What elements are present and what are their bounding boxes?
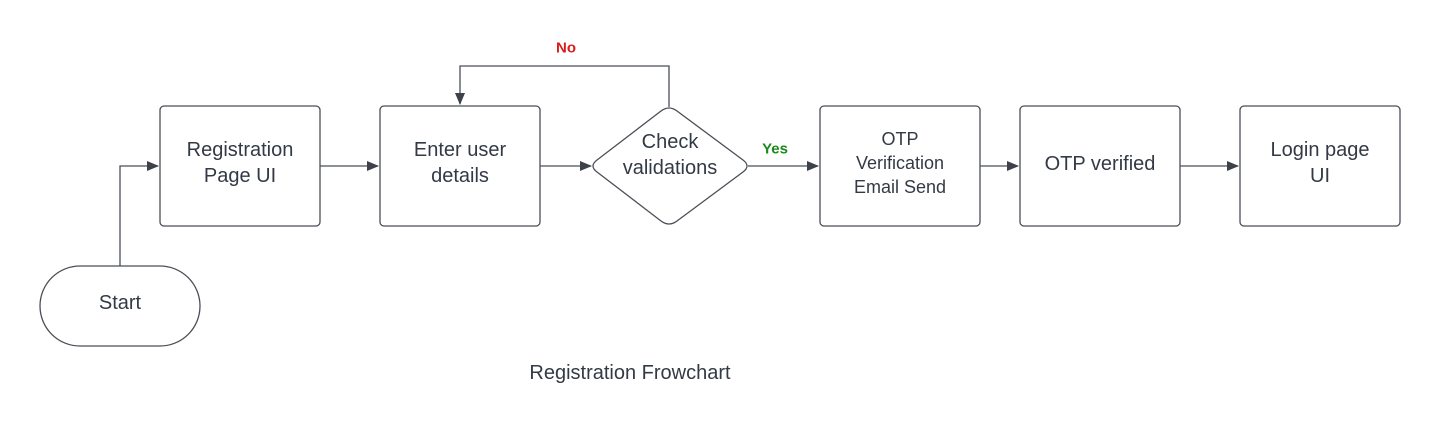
otp-email-send-label-line-2: Verification <box>856 153 944 173</box>
diagram-caption: Registration Frowchart <box>529 362 731 384</box>
registration-page-node: Registration Page UI <box>159 105 321 227</box>
check-validations-label-line-2: validations <box>623 157 718 179</box>
login-page-label-line-1: Login page <box>1271 139 1370 161</box>
check-validations-label-line-1: Check <box>642 131 700 153</box>
otp-email-send-node: OTP Verification Email Send <box>819 105 981 227</box>
enter-details-node: Enter user details <box>379 105 541 227</box>
edge-label-yes: Yes <box>762 141 788 158</box>
otp-email-send-label-line-3: Email Send <box>854 177 946 197</box>
registration-page-label-line-1: Registration <box>187 139 294 161</box>
edge-validation-no-loop <box>455 65 670 107</box>
start-node: Start <box>39 265 201 347</box>
edge-label-no: No <box>556 40 576 57</box>
edge-start-to-registration <box>119 161 159 266</box>
start-node-label: Start <box>99 292 142 314</box>
login-page-node: Login page UI <box>1239 105 1401 227</box>
enter-details-label-line-1: Enter user <box>414 139 507 161</box>
enter-details-label-line-2: details <box>431 165 489 187</box>
otp-verified-label: OTP verified <box>1045 153 1156 175</box>
login-page-label-line-2: UI <box>1310 165 1330 187</box>
otp-email-send-label-line-1: OTP <box>881 129 918 149</box>
check-validations-node: Check validations <box>592 107 748 225</box>
otp-verified-node: OTP verified <box>1019 105 1181 227</box>
registration-page-label-line-2: Page UI <box>204 165 276 187</box>
